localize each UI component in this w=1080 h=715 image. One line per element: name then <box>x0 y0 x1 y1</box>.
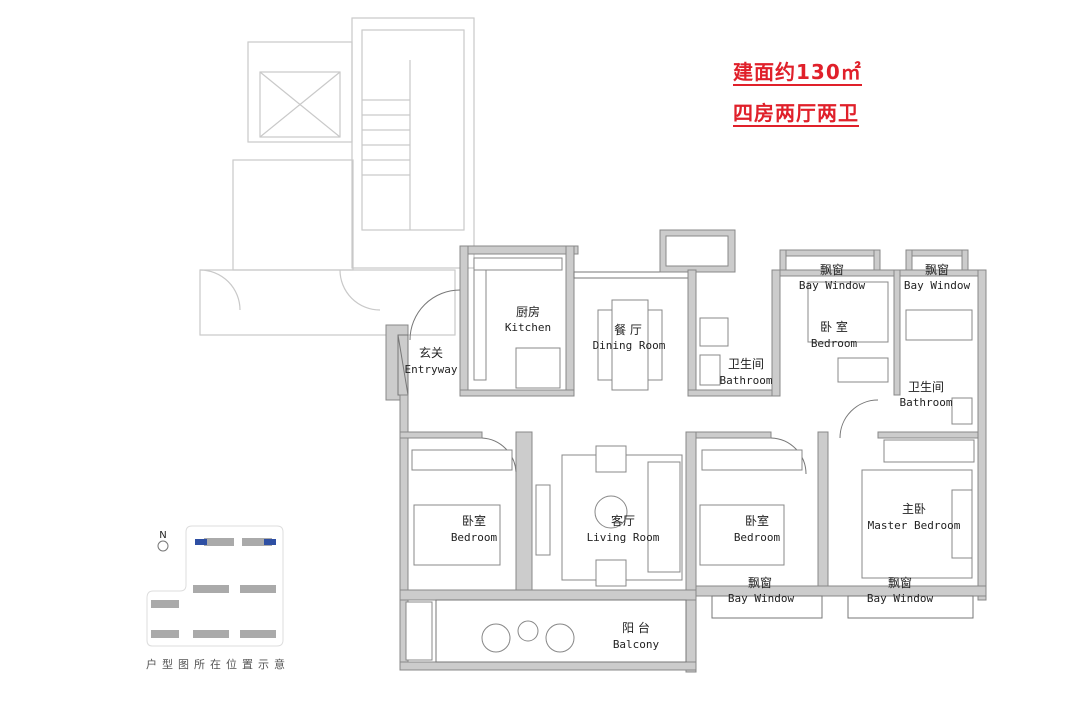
entry-label-en: Entryway <box>405 363 458 376</box>
unit-highlight <box>264 539 276 545</box>
bath2-label-en: Bathroom <box>900 396 953 409</box>
bay-e-label-en: Bay Window <box>904 279 971 292</box>
bedroom-ne-label-en: Bedroom <box>811 337 858 350</box>
living-label-cn: 客厅 <box>611 513 635 528</box>
living-label-en: Living Room <box>587 531 660 544</box>
dining-label-en: Dining Room <box>593 339 666 352</box>
layout-headline: 四房两厅两卫 <box>733 101 859 127</box>
furniture <box>405 257 975 661</box>
walls <box>385 229 987 673</box>
bay-s1-label-cn: 飘窗 <box>748 576 772 590</box>
bay-e-label-cn: 飘窗 <box>925 263 949 277</box>
building-core <box>199 17 475 336</box>
master-label-cn: 主卧 <box>902 502 926 516</box>
room-labels: 厨房 Kitchen 餐 厅 Dining Room 卫生间 Bathroom … <box>405 263 971 651</box>
bath1-label-en: Bathroom <box>720 374 773 387</box>
balcony-label-en: Balcony <box>613 638 660 651</box>
bay-ne-label-cn: 飘窗 <box>820 263 844 277</box>
bath2-label-cn: 卫生间 <box>908 380 944 394</box>
bay-s2-label-en: Bay Window <box>867 592 934 605</box>
bedroom-m-label-cn: 卧室 <box>745 513 769 528</box>
north-label: N <box>159 530 166 541</box>
bay-ne-label-en: Bay Window <box>799 279 866 292</box>
bath1-label-cn: 卫生间 <box>728 357 764 371</box>
entry-label-cn: 玄关 <box>419 345 443 360</box>
bedroom-w-label-cn: 卧室 <box>462 513 486 528</box>
master-label-en: Master Bedroom <box>868 519 961 532</box>
key-plan: N <box>146 525 284 647</box>
unit-highlight <box>195 539 207 545</box>
key-plan-caption: 户型图所在位置示意 <box>146 658 290 671</box>
kitchen-label-en: Kitchen <box>505 321 551 334</box>
bay-s2-label-cn: 飘窗 <box>888 576 912 590</box>
bedroom-w-label-en: Bedroom <box>451 531 498 544</box>
bedroom-ne-label-cn: 卧 室 <box>820 319 848 334</box>
kitchen-label-cn: 厨房 <box>516 304 540 319</box>
bedroom-m-label-en: Bedroom <box>734 531 781 544</box>
north-arrow-icon <box>157 540 169 552</box>
bay-s1-label-en: Bay Window <box>728 592 795 605</box>
dining-label-cn: 餐 厅 <box>614 322 642 337</box>
area-headline: 建面约130㎡ <box>733 60 862 86</box>
balcony-label-cn: 阳 台 <box>622 620 650 635</box>
